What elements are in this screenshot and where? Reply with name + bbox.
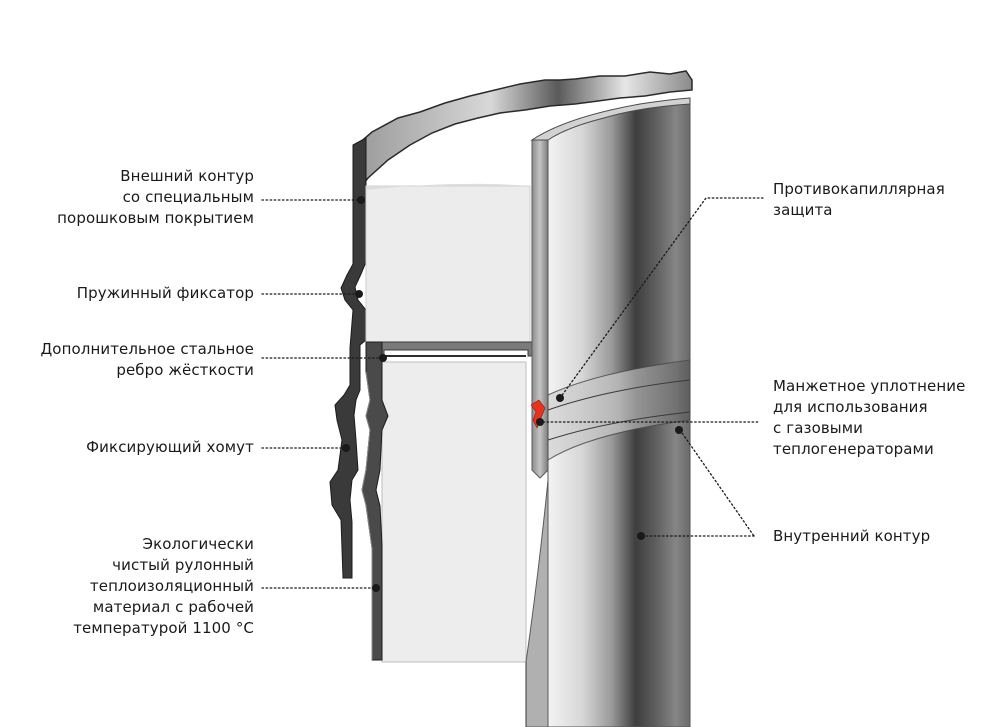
dot-anticap <box>556 394 564 402</box>
upper-insulation-block <box>365 185 531 343</box>
label-steel-rib: Дополнительное стальное ребро жёсткости <box>40 340 254 379</box>
outer-shell-top <box>356 70 693 195</box>
label-insulation: Экологически чистый рулонный теплоизоляц… <box>73 535 254 637</box>
inner-pipe-collar <box>525 359 691 727</box>
label-anticapillary: Противокапиллярная защита <box>773 180 945 219</box>
dot-clamp <box>342 444 350 452</box>
label-outer-shell: Внешний контур со специальным порошковым… <box>57 167 254 227</box>
label-spring-fixer: Пружинный фиксатор <box>76 284 254 302</box>
leader-anticap <box>559 197 764 399</box>
dot-seal <box>536 418 544 426</box>
lower-insulation-block <box>381 361 527 663</box>
outer-shell-wall <box>329 137 367 579</box>
leader-inner-collar <box>679 429 755 537</box>
inner-pipe-wall <box>531 135 549 479</box>
leader-lines <box>261 197 764 589</box>
leader-dots <box>342 196 683 592</box>
dot-spring <box>355 290 363 298</box>
steel-rib <box>375 341 533 363</box>
fixing-clamp <box>361 341 389 661</box>
label-fixing-clamp: Фиксирующий хомут <box>86 438 254 456</box>
label-cuff-seal: Манжетное уплотнение для использования с… <box>773 377 966 458</box>
dot-inner <box>637 532 645 540</box>
label-inner-contour: Внутренний контур <box>773 527 931 545</box>
dot-outer <box>357 196 365 204</box>
dot-rib <box>379 354 387 362</box>
dot-inner-collar <box>675 426 683 434</box>
dot-insulation <box>372 584 380 592</box>
